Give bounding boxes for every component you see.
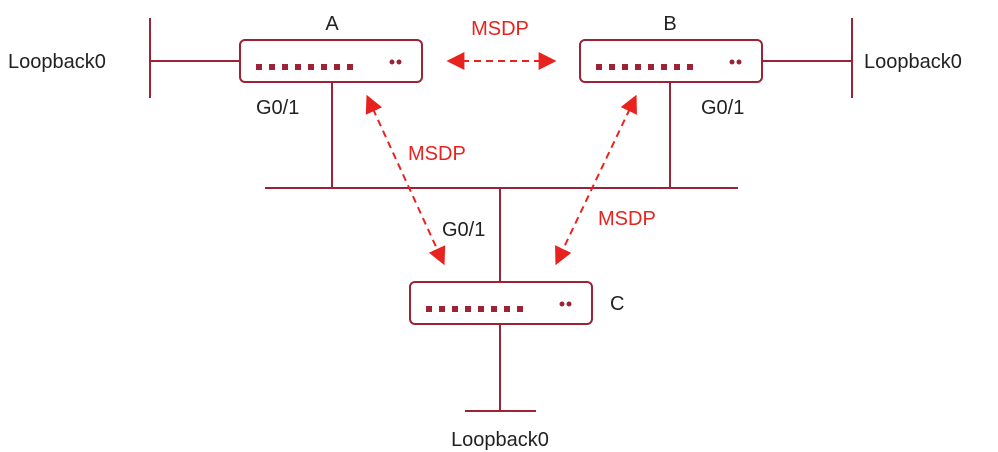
router-b-loopback-label: Loopback0	[864, 51, 962, 73]
msdp-peer-ac-arrow	[365, 94, 446, 266]
router-c-interface-label: G0/1	[442, 219, 485, 241]
router-c-loopback-label: Loopback0	[451, 429, 549, 451]
router-a-interface-label: G0/1	[256, 97, 299, 119]
router-a-ports	[256, 59, 402, 70]
router-b-body	[579, 39, 763, 83]
router-c-name: C	[610, 293, 624, 315]
msdp-ac-label: MSDP	[408, 143, 466, 165]
router-c-body	[409, 281, 593, 325]
msdp-ab-label: MSDP	[471, 18, 529, 40]
router-c-ports	[426, 301, 572, 312]
router-a-name: A	[325, 13, 339, 35]
router-a-body	[239, 39, 423, 83]
router-b-interface-label: G0/1	[701, 97, 744, 119]
router-a-loopback-label: Loopback0	[8, 51, 106, 73]
router-a[interactable]	[239, 39, 423, 83]
router-b-name: B	[663, 13, 676, 35]
msdp-bc-label: MSDP	[598, 208, 656, 230]
msdp-peer-bc-arrow	[555, 94, 637, 266]
router-b-ports	[596, 59, 742, 70]
router-c[interactable]	[409, 281, 593, 325]
router-b[interactable]	[579, 39, 763, 83]
